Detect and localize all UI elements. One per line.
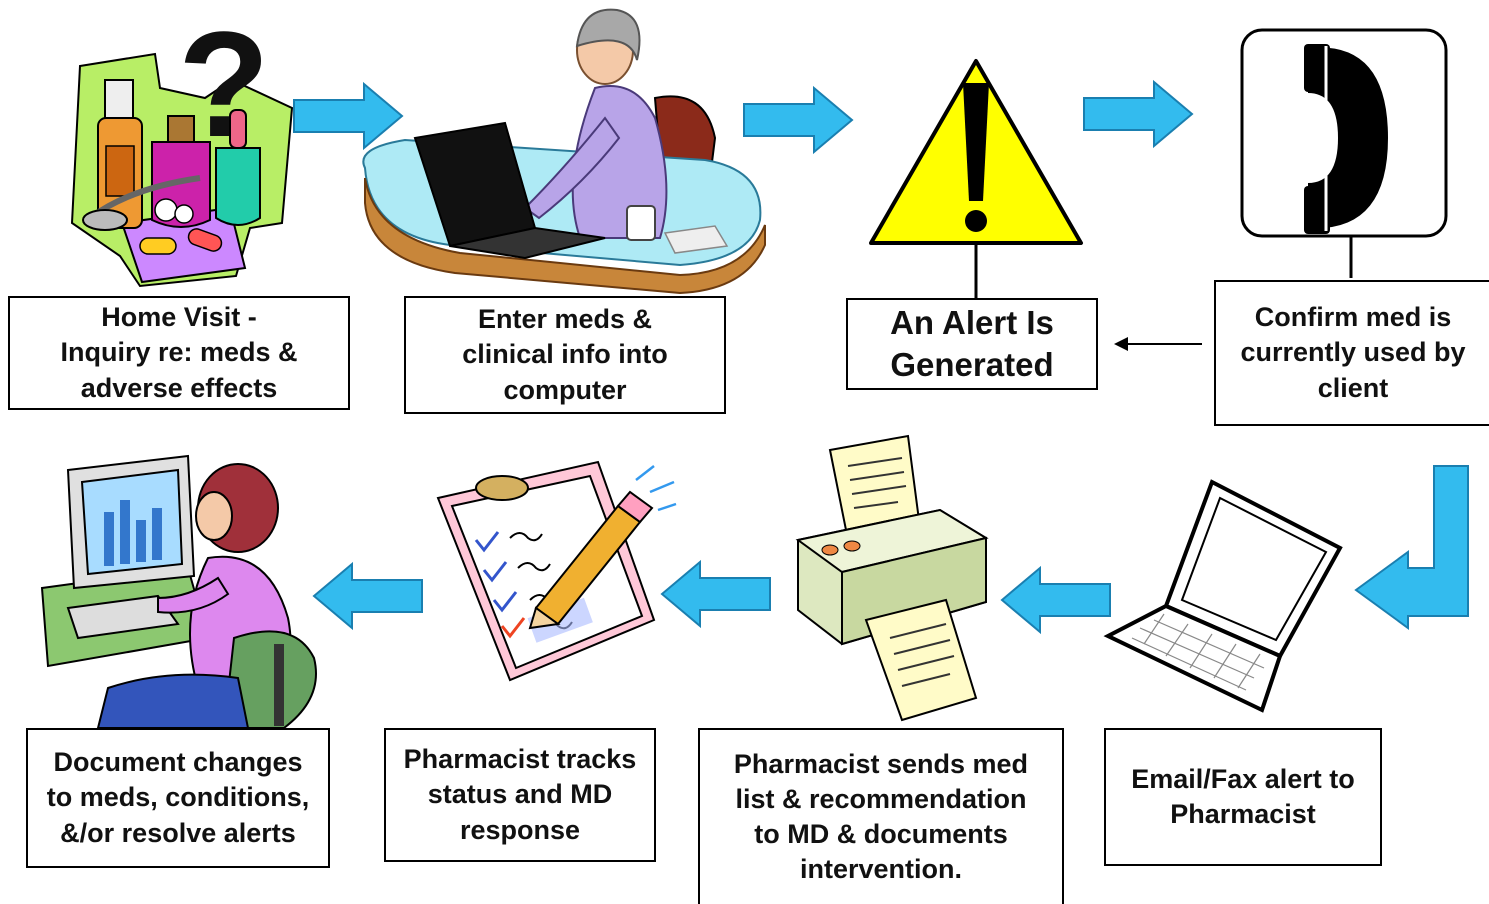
step-email-fax: Email/Fax alert to Pharmacist: [1104, 728, 1382, 866]
step-enter-meds: Enter meds & clinical info into computer: [404, 296, 726, 414]
step-document-changes-label: Document changes to meds, conditions, &/…: [46, 747, 310, 848]
arrow-right-2: [743, 85, 854, 155]
step-document-changes: Document changes to meds, conditions, &/…: [26, 728, 330, 868]
step-alert-generated-label: An Alert Is Generated: [890, 303, 1054, 383]
woman-at-computer-icon: [362, 8, 766, 295]
step-confirm-med: Confirm med is currently used by client: [1214, 280, 1489, 426]
step-tracks-status-label: Pharmacist tracks status and MD response: [403, 744, 637, 845]
woman-at-desktop-icon: [40, 454, 317, 729]
arrow-left-3: [312, 561, 423, 631]
step-email-fax-label: Email/Fax alert to Pharmacist: [1131, 763, 1355, 829]
step-tracks-status: Pharmacist tracks status and MD response: [384, 728, 656, 862]
step-sends-list: Pharmacist sends med list & recommendati…: [698, 728, 1064, 904]
arrow-confirm-to-alert: [1114, 337, 1202, 351]
step-sends-list-label: Pharmacist sends med list & recommendati…: [733, 748, 1029, 885]
arrow-left-2: [660, 559, 771, 629]
laptop-icon: [1103, 479, 1343, 713]
arrow-left-1: [1000, 565, 1111, 635]
arrow-right-1: [293, 81, 404, 151]
step-home-visit-label: Home Visit - Inquiry re: meds & adverse …: [60, 302, 298, 403]
telephone-icon: [1240, 28, 1448, 278]
step-confirm-med-label: Confirm med is currently used by client: [1240, 302, 1466, 403]
warning-sign-icon: [869, 59, 1083, 299]
step-enter-meds-label: Enter meds & clinical info into computer: [462, 304, 668, 405]
printer-icon: [795, 434, 989, 722]
arrow-down-left: [1354, 465, 1469, 630]
medicine-bottles-icon: ?: [70, 0, 294, 288]
arrow-right-3: [1083, 79, 1194, 149]
step-alert-generated: An Alert Is Generated: [846, 298, 1098, 390]
step-home-visit: Home Visit - Inquiry re: meds & adverse …: [8, 296, 350, 410]
clipboard-checklist-icon: [436, 460, 677, 682]
